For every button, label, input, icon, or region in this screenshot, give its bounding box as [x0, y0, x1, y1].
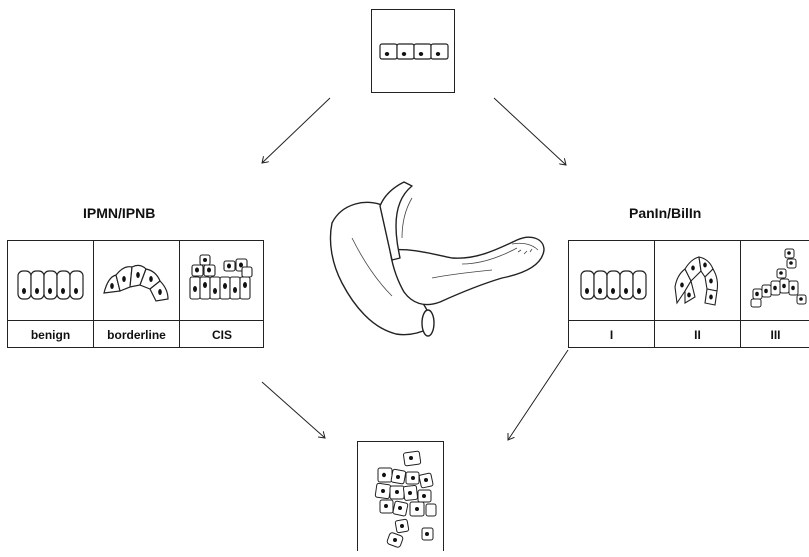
stage-label-benign: benign	[8, 321, 94, 348]
borderline-epithelium-icon	[103, 264, 169, 302]
arrow-to-ipmn	[262, 97, 331, 163]
ipmn-stage-table: benign borderline CIS	[7, 240, 264, 348]
ipmn-borderline-cell	[94, 241, 180, 320]
normal-epithelium-box	[371, 9, 455, 93]
stage-label-iii: III	[770, 327, 781, 342]
invasive-carcinoma-box	[357, 441, 444, 551]
stage-label-borderline: borderline	[94, 321, 180, 348]
stage-label-ii: II	[655, 321, 741, 348]
ipmn-cis-cell	[180, 241, 264, 320]
panin-stage-table: I II III	[568, 240, 809, 348]
panin-i-cell	[569, 241, 655, 320]
panin-labels-row: I II III	[569, 320, 809, 348]
panin-iii-epithelium-icon	[750, 248, 807, 308]
arrow-from-panin	[508, 349, 569, 440]
benign-epithelium-icon	[17, 270, 84, 300]
ipmn-labels-row: benign borderline CIS	[8, 320, 263, 348]
ipmn-benign-cell	[8, 241, 94, 320]
panin-i-epithelium-icon	[580, 270, 647, 300]
panin-title: PanIn/BilIn	[629, 205, 702, 221]
panin-ii-epithelium-icon	[674, 256, 719, 306]
stage-label-cis: CIS	[211, 327, 232, 342]
panin-iii-cell	[741, 241, 809, 320]
invasive-carcinoma-icon	[374, 450, 437, 548]
stage-label-i: I	[569, 321, 655, 348]
cis-epithelium-icon	[189, 254, 253, 300]
panin-ii-cell	[655, 241, 741, 320]
arrow-from-ipmn	[261, 381, 325, 438]
ipmn-title: IPMN/IPNB	[83, 205, 156, 221]
normal-epithelium-icon	[379, 43, 449, 60]
pancreas-illustration	[329, 181, 545, 337]
arrow-to-panin	[493, 97, 566, 165]
